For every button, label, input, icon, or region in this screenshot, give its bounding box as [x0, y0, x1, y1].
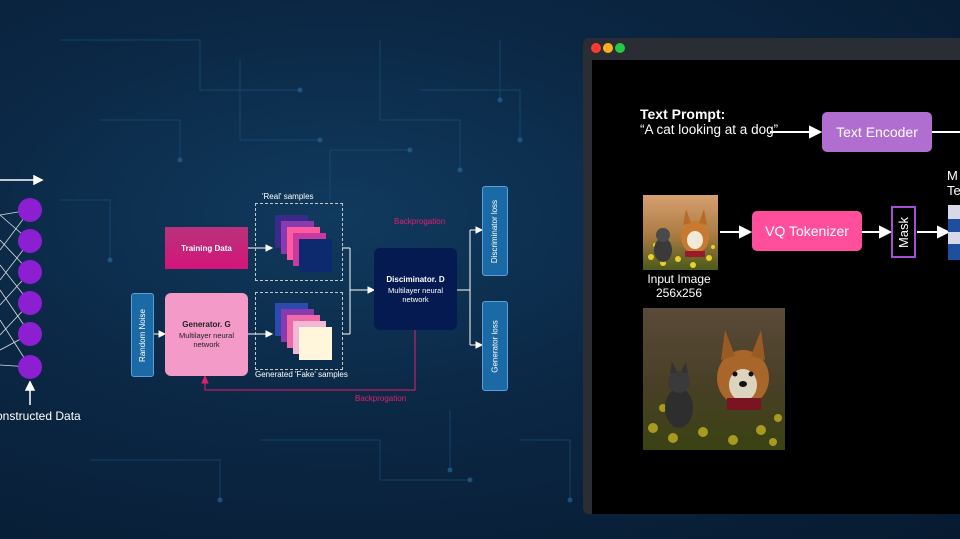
discriminator-title: Disciminator. D [386, 274, 445, 284]
discriminator-box: Disciminator. D Multilayer neural networ… [374, 248, 457, 330]
mask-label: Mask [896, 216, 911, 248]
real-samples-label: 'Real' samples [262, 192, 314, 201]
generator-box: Generator. G Multilayer neural network [165, 293, 248, 376]
network-node [18, 322, 42, 346]
generator-title: Generator. G [182, 320, 231, 329]
vq-tokenizer-label: VQ Tokenizer [765, 223, 849, 239]
fake-sample-tile [299, 327, 332, 360]
backprop-top-label: Backprogation [394, 217, 446, 226]
result-image [643, 308, 785, 450]
discriminator-loss-box: Discriminator loss [482, 186, 508, 276]
input-image-size: 256x256 [655, 285, 703, 300]
prompt-text: “A cat looking at a dog” [640, 122, 779, 137]
discriminator-subtitle: Multilayer neural network [387, 285, 444, 304]
fake-samples-label: Generated 'Fake' samples [255, 370, 348, 379]
network-node [18, 355, 42, 379]
random-noise-box: Random Noise [131, 293, 154, 377]
cut-off-label-1: M [947, 168, 958, 183]
reconstructed-data-label: onstructed Data [0, 409, 81, 423]
mask-box: Mask [891, 206, 916, 258]
maximize-window-button[interactable] [615, 43, 625, 53]
network-node [18, 260, 42, 284]
training-data-box: Training Data [165, 227, 248, 269]
real-sample-tile [299, 239, 332, 272]
network-node [18, 291, 42, 315]
input-image-label: Input Image [647, 272, 711, 286]
text-encoder-label: Text Encoder [836, 124, 918, 140]
backprop-bottom-label: Backprogation [355, 394, 407, 403]
network-node [18, 198, 42, 222]
generator-subtitle: Multilayer neural network [178, 331, 235, 349]
input-image [643, 195, 718, 270]
training-data-label: Training Data [181, 243, 232, 253]
network-node [18, 229, 42, 253]
prompt-title: Text Prompt: [640, 106, 726, 122]
close-window-button[interactable] [591, 43, 601, 53]
vq-tokenizer-box: VQ Tokenizer [752, 211, 862, 251]
real-samples-frame [255, 203, 343, 281]
generator-loss-box: Generator loss [482, 301, 508, 391]
minimize-window-button[interactable] [603, 43, 613, 53]
input-image-caption: Input Image 256x256 [636, 272, 722, 301]
fake-samples-frame [255, 292, 343, 370]
cut-off-label-2: Te [947, 183, 960, 198]
text-encoder-box: Text Encoder [822, 112, 932, 152]
